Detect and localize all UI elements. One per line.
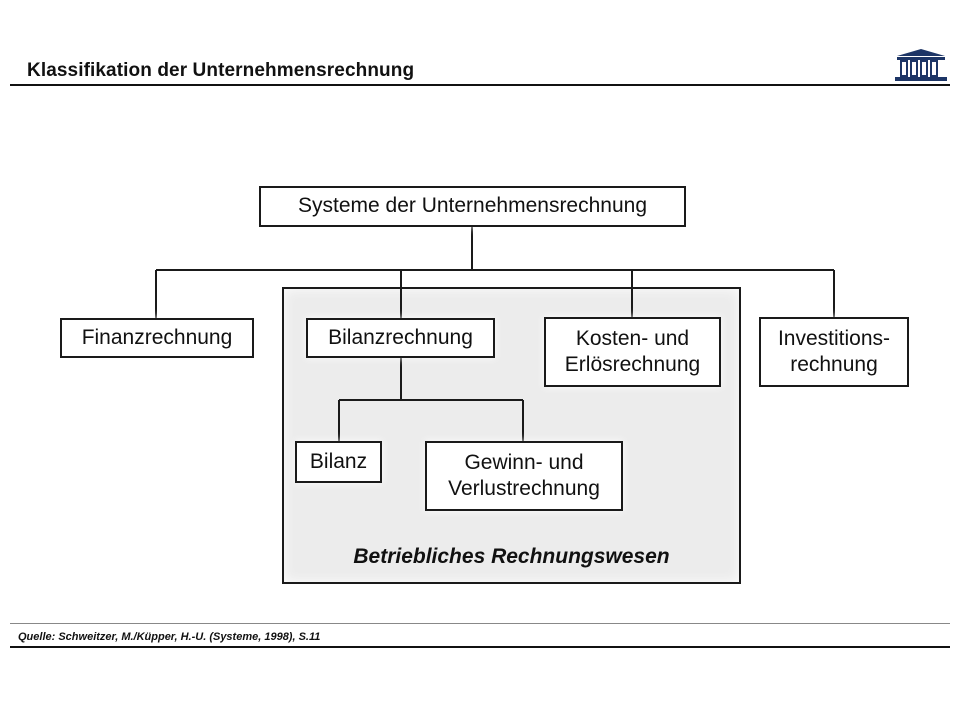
- node-gewinn-und-verlustrechnung: Gewinn- und Verlustrechnung: [425, 441, 623, 511]
- node-investitionsrechnung: Investitions- rechnung: [759, 317, 909, 387]
- page-title: Klassifikation der Unternehmensrechnung: [27, 60, 415, 81]
- footer-divider-bottom: [10, 646, 950, 648]
- institution-building-icon: [895, 49, 947, 81]
- node-bilanzrechnung: Bilanzrechnung: [306, 318, 495, 358]
- source-citation: Quelle: Schweitzer, M./Küpper, H.-U. (Sy…: [18, 631, 321, 643]
- node-systeme-der-unternehmensrechnung: Systeme der Unternehmensrechnung: [259, 186, 686, 227]
- node-bilanz: Bilanz: [295, 441, 382, 483]
- node-kosten-und-erloesrechnung: Kosten- und Erlösrechnung: [544, 317, 721, 387]
- region-label: Betriebliches Rechnungswesen: [353, 545, 670, 568]
- node-finanzrechnung: Finanzrechnung: [60, 318, 254, 358]
- footer-divider-top: [10, 623, 950, 624]
- header-divider: [10, 84, 950, 86]
